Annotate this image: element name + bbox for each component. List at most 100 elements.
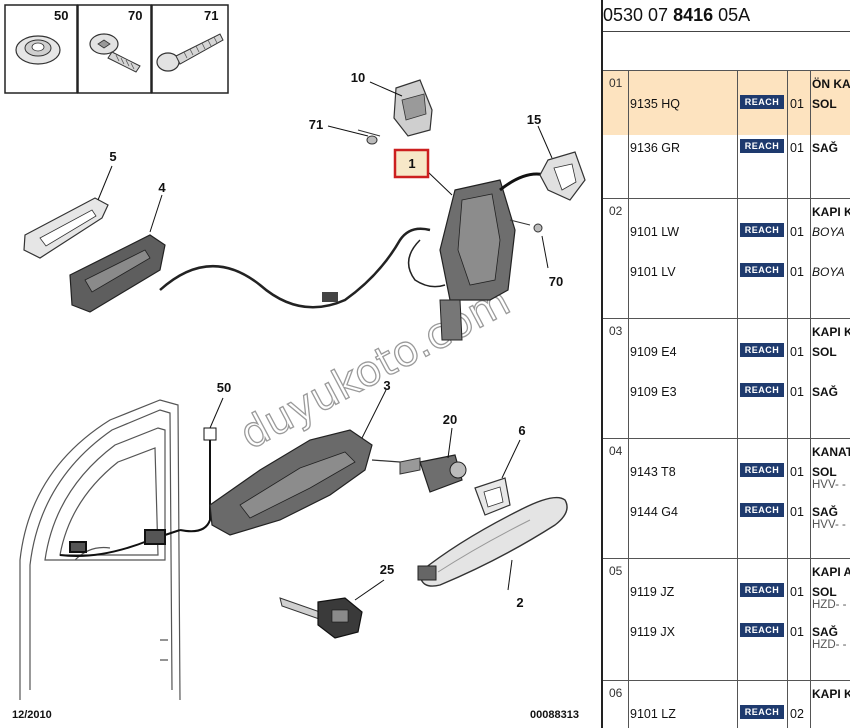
column-divider xyxy=(787,681,788,728)
part-number[interactable]: 9101 LV xyxy=(630,265,676,279)
part-number[interactable]: 9136 GR xyxy=(630,141,681,155)
part-number[interactable]: 9101 LW xyxy=(630,225,680,239)
column-divider xyxy=(737,319,738,438)
inset-label-71: 71 xyxy=(204,8,218,23)
reach-badge: REACH xyxy=(740,383,784,397)
part-number[interactable]: 9119 JZ xyxy=(630,585,675,599)
reach-badge: REACH xyxy=(740,139,784,153)
ref-prefix: 0530 07 xyxy=(603,5,669,25)
part-label-50[interactable]: 50 xyxy=(217,380,231,395)
part-label-3[interactable]: 3 xyxy=(383,378,390,393)
part-label-6[interactable]: 6 xyxy=(518,423,525,438)
column-divider xyxy=(810,559,811,680)
part-label-1[interactable]: 1 xyxy=(408,156,415,171)
column-divider xyxy=(787,439,788,558)
quantity: 01 xyxy=(790,385,804,399)
inner-handle-part-4 xyxy=(69,234,166,313)
column-divider xyxy=(737,681,738,728)
reach-badge: REACH xyxy=(740,343,784,357)
part-number[interactable]: 9109 E4 xyxy=(630,345,677,359)
striker-part-10 xyxy=(393,79,433,137)
leader-lines xyxy=(97,81,553,601)
part-description: SAĞ xyxy=(812,625,839,639)
selected-row-highlight xyxy=(603,71,850,135)
quantity: 01 xyxy=(790,625,804,639)
quantity: 01 xyxy=(790,265,804,279)
quantity: 01 xyxy=(790,585,804,599)
part-description: SOL xyxy=(812,97,837,111)
group-title: KAPI K xyxy=(812,687,850,701)
column-divider xyxy=(628,681,629,728)
part-number[interactable]: 9109 E3 xyxy=(630,385,677,399)
column-divider xyxy=(737,439,738,558)
group-number: 06 xyxy=(609,686,623,700)
reach-badge: REACH xyxy=(740,623,784,637)
part-label-71[interactable]: 71 xyxy=(309,117,323,132)
part-description: SAĞ xyxy=(812,141,839,155)
part-sub-description: HZD- - xyxy=(812,639,847,651)
part-label-5[interactable]: 5 xyxy=(109,149,116,164)
group-title: KAPI K xyxy=(812,205,850,219)
part-label-20[interactable]: 20 xyxy=(443,412,457,427)
group-title: KAPI A xyxy=(812,565,850,579)
part-label-2[interactable]: 2 xyxy=(516,595,523,610)
reach-badge: REACH xyxy=(740,463,784,477)
part-label-70[interactable]: 70 xyxy=(549,274,563,289)
screw-part-71 xyxy=(357,129,381,145)
cable-assembly-50 xyxy=(59,440,211,557)
part-1-highlight[interactable] xyxy=(393,148,430,179)
part-number[interactable]: 9101 LZ xyxy=(630,707,676,721)
cover-part-15 xyxy=(539,151,586,201)
outer-handle-bracket-part-3 xyxy=(209,429,401,536)
column-divider xyxy=(787,319,788,438)
part-number[interactable]: 9143 T8 xyxy=(630,465,676,479)
part-row[interactable]: 9109 E3 REACH 01 SAĞ xyxy=(603,381,850,403)
inset-label-70: 70 xyxy=(128,8,142,23)
part-label-15[interactable]: 15 xyxy=(527,112,541,127)
part-label-4[interactable]: 4 xyxy=(158,180,166,195)
column-divider xyxy=(787,199,788,318)
group-number: 04 xyxy=(609,444,623,458)
reach-badge: REACH xyxy=(740,223,784,237)
part-label-10[interactable]: 10 xyxy=(351,70,365,85)
part-number[interactable]: 9144 G4 xyxy=(630,505,678,519)
part-description: SAĞ xyxy=(812,385,839,399)
quantity: 02 xyxy=(790,707,804,721)
column-divider xyxy=(628,71,629,198)
quantity: 01 xyxy=(790,465,804,479)
column-divider xyxy=(787,71,788,198)
gasket-part-6 xyxy=(474,477,511,516)
part-sub-description: HVV- - xyxy=(812,519,846,531)
ref-bold: 8416 xyxy=(673,5,714,25)
column-divider xyxy=(628,319,629,438)
ref-suffix: 05A xyxy=(718,5,751,25)
reach-badge: REACH xyxy=(740,503,784,517)
inset-label-50: 50 xyxy=(54,8,68,23)
part-number[interactable]: 9135 HQ xyxy=(630,97,681,111)
flange-screw-icon xyxy=(89,33,141,73)
part-label-25[interactable]: 25 xyxy=(380,562,394,577)
part-number[interactable]: 9119 JX xyxy=(630,625,675,639)
part-description: SOL xyxy=(812,465,837,479)
column-divider xyxy=(810,319,811,438)
column-divider xyxy=(810,199,811,318)
torx-screw-icon xyxy=(156,33,224,72)
part-description: BOYA xyxy=(812,225,845,239)
cable-clip xyxy=(322,292,338,302)
reach-badge: REACH xyxy=(740,583,784,597)
